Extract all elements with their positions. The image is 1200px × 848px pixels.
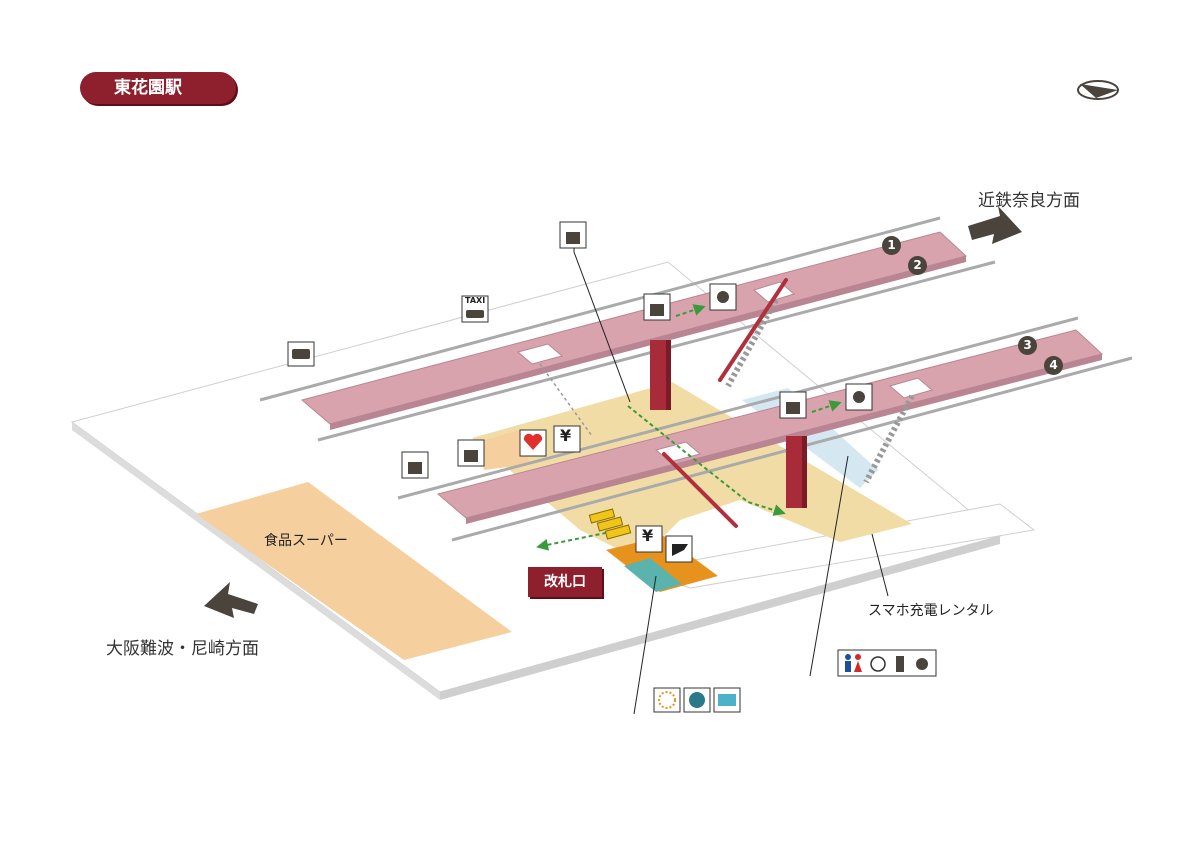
supermarket-area [196, 482, 512, 660]
fare-adjust-icon [665, 535, 693, 563]
ticket-gate-label: 改札口 [528, 567, 602, 597]
ticket-gates [588, 508, 632, 540]
direction-west-label: 大阪難波・尼崎方面 [106, 639, 259, 659]
staircases [539, 298, 915, 484]
escalator-icon [709, 283, 737, 311]
direction-east-label: 近鉄奈良方面 [978, 191, 1080, 211]
walking-path [536, 304, 842, 551]
supermarket-label: 食品スーパー [264, 533, 348, 549]
transfer-icon [689, 692, 705, 708]
escalators [662, 278, 788, 528]
bus-icon [287, 341, 315, 367]
baby-icon [916, 658, 928, 670]
direction-arrow-icon [204, 582, 258, 618]
track-number-2: 2 [908, 256, 927, 275]
platform-upper [300, 231, 968, 430]
heart-aed-icon [519, 429, 547, 457]
elevator-icon [643, 293, 671, 321]
atm-icon [553, 425, 581, 453]
restroom-icon [845, 654, 862, 672]
card-icon-group [653, 687, 741, 713]
wheelchair-icon [870, 656, 886, 672]
taxi-icon [461, 295, 489, 323]
rail-tracks [259, 216, 1133, 542]
atm-yen-label: ¥ [642, 526, 654, 545]
track-number-1: 1 [882, 236, 901, 255]
compass-icon [1077, 80, 1119, 100]
atm-yen-label: ¥ [560, 426, 572, 445]
escalator-icon [845, 383, 873, 411]
station-name-badge: 東花園駅 [80, 72, 236, 104]
elevator-icon [779, 391, 807, 419]
charging-rental-label: スマホ充電レンタル [868, 603, 994, 619]
facility-icon-group [837, 649, 937, 677]
coin-locker-icon [401, 451, 429, 479]
ic-card-icon [658, 691, 676, 709]
ostomate-icon [896, 656, 904, 672]
ticket-office [606, 536, 718, 592]
track-number-3: 3 [1018, 336, 1037, 355]
taxi-label: TAXI [465, 296, 486, 305]
atm-icon [635, 525, 663, 553]
coin-locker-icon [559, 221, 587, 249]
elevator-shafts [650, 340, 807, 508]
direction-arrow-icon [968, 206, 1022, 244]
coin-locker-icon [457, 439, 485, 467]
track-number-4: 4 [1044, 356, 1063, 375]
ticket-machine-icon [718, 694, 736, 706]
